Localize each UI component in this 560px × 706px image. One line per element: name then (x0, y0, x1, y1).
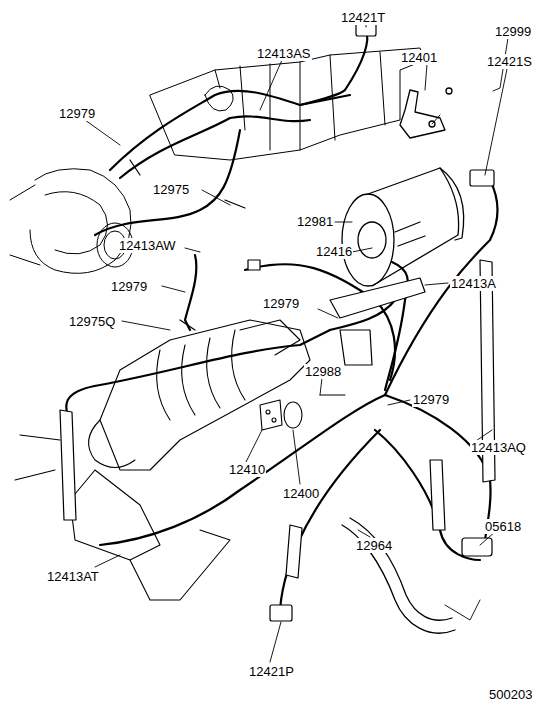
callout-number: 12413AQ (470, 440, 527, 455)
callout-number: 12400 (282, 486, 320, 501)
callout-number: 12413AW (118, 238, 177, 253)
turbo-housing (10, 169, 133, 274)
hose (342, 518, 455, 633)
callout-number: 12979 (262, 296, 300, 311)
wire-harness (66, 30, 497, 615)
callout-number: 12421S (486, 54, 533, 69)
harness-sleeves (60, 260, 495, 578)
callout-number: 12999 (494, 24, 532, 39)
callout-number: 12413A (450, 276, 497, 291)
callout-number: 05618 (484, 519, 522, 534)
callout-number: 12421T (340, 10, 386, 25)
connectors (130, 22, 494, 621)
callout-number: 12964 (355, 538, 393, 553)
callout-number: 12979 (412, 392, 450, 407)
callout-number: 12979 (58, 106, 96, 121)
callout-number: 12981 (296, 214, 334, 229)
callout-number: 12410 (228, 462, 266, 477)
callout-number: 12421P (248, 664, 295, 679)
bracket (400, 88, 452, 138)
callout-number: 12413AS (256, 46, 312, 61)
leader-lines (85, 22, 508, 662)
callout-number: 12416 (315, 244, 353, 259)
engine-block-top (150, 48, 425, 160)
callout-number: 12413AT (46, 569, 100, 584)
callout-number: 12979 (110, 279, 148, 294)
callout-number: 12975Q (68, 314, 116, 329)
callout-number: 12401 (400, 50, 438, 65)
callout-number: 12975 (152, 182, 190, 197)
callout-number: 12988 (304, 364, 342, 379)
figure-number: 500203 (488, 687, 533, 702)
intake-manifold (15, 320, 345, 600)
